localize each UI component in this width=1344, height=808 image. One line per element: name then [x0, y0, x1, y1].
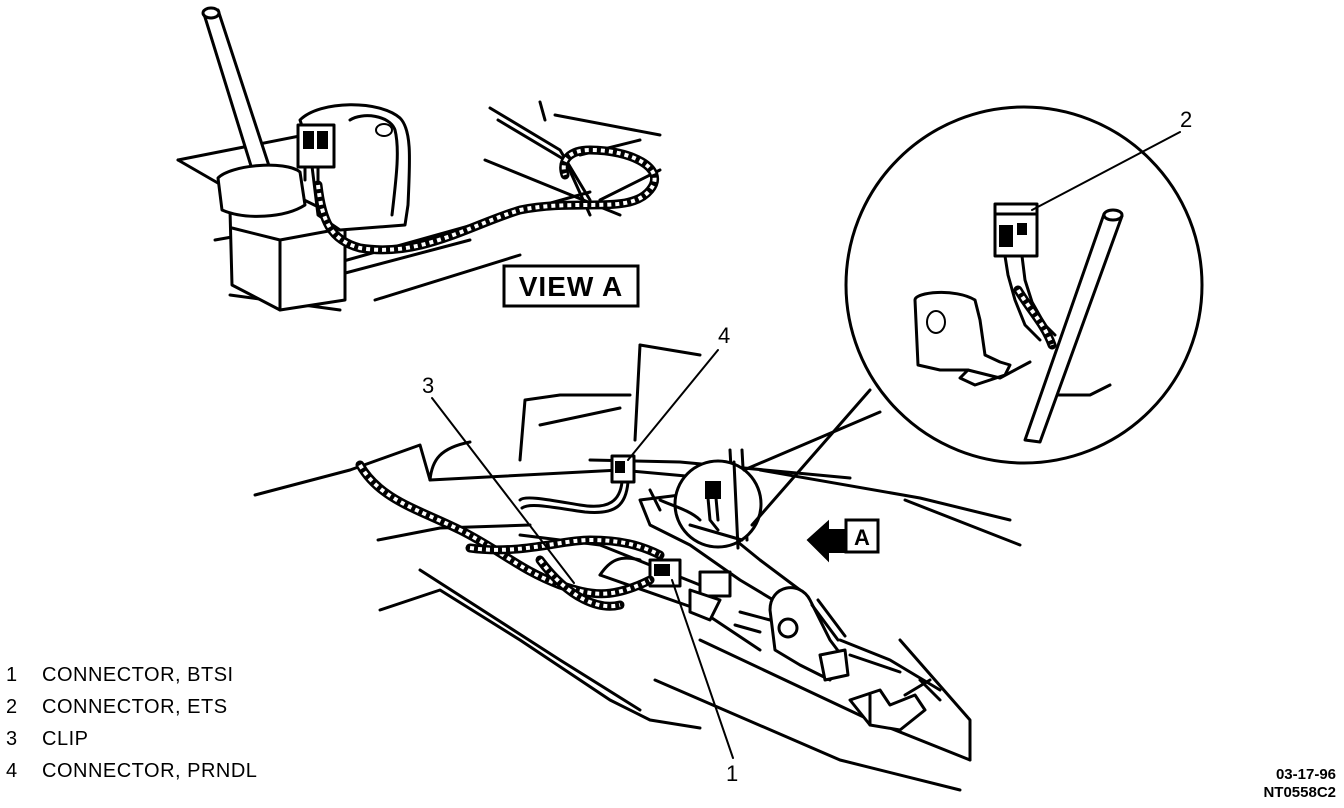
legend-text: CONNECTOR, BTSI: [42, 664, 234, 686]
legend-text: CONNECTOR, PRNDL: [42, 760, 258, 782]
callout-leader-4: [627, 349, 719, 461]
view-a-direction-arrow: A: [806, 518, 880, 563]
ets-detail-circle: [844, 105, 1204, 465]
view-a-label: VIEW A: [519, 271, 624, 302]
legend-item: 1 CONNECTOR, BTSI: [6, 664, 336, 696]
console-illustration: [253, 343, 1022, 792]
callout-leader-3: [431, 397, 575, 584]
legend-number: 3: [6, 728, 18, 750]
legend-text: CONNECTOR, ETS: [42, 696, 228, 718]
legend-number: 2: [6, 696, 18, 718]
legend-text: CLIP: [42, 728, 89, 750]
callout-4: 4: [718, 323, 730, 348]
callout-leader-1: [671, 579, 734, 759]
detail-leader-upper: [742, 410, 882, 472]
figure-codes: 03-17-96 NT0558C2: [1263, 766, 1336, 802]
callout-3: 3: [422, 373, 434, 398]
figure-code: NT0558C2: [1263, 784, 1336, 801]
legend: 1 CONNECTOR, BTSI 2 CONNECTOR, ETS 3 CLIP 4…: [6, 664, 336, 792]
view-a-label-box: [502, 264, 640, 308]
detail-leader-lower: [750, 388, 872, 527]
view-a-illustration: [176, 6, 662, 312]
legend-item: 2 CONNECTOR, ETS: [6, 696, 336, 728]
legend-number: 4: [6, 760, 18, 782]
arrow-label: A: [854, 525, 870, 550]
callout-2: 2: [1180, 107, 1192, 132]
legend-item: 3 CLIP: [6, 728, 336, 760]
date-code: 03-17-96: [1275, 766, 1336, 783]
legend-item: 4 CONNECTOR, PRNDL: [6, 760, 336, 792]
legend-number: 1: [6, 664, 18, 686]
callout-1: 1: [726, 761, 738, 786]
callout-leader-2: [1031, 131, 1181, 211]
